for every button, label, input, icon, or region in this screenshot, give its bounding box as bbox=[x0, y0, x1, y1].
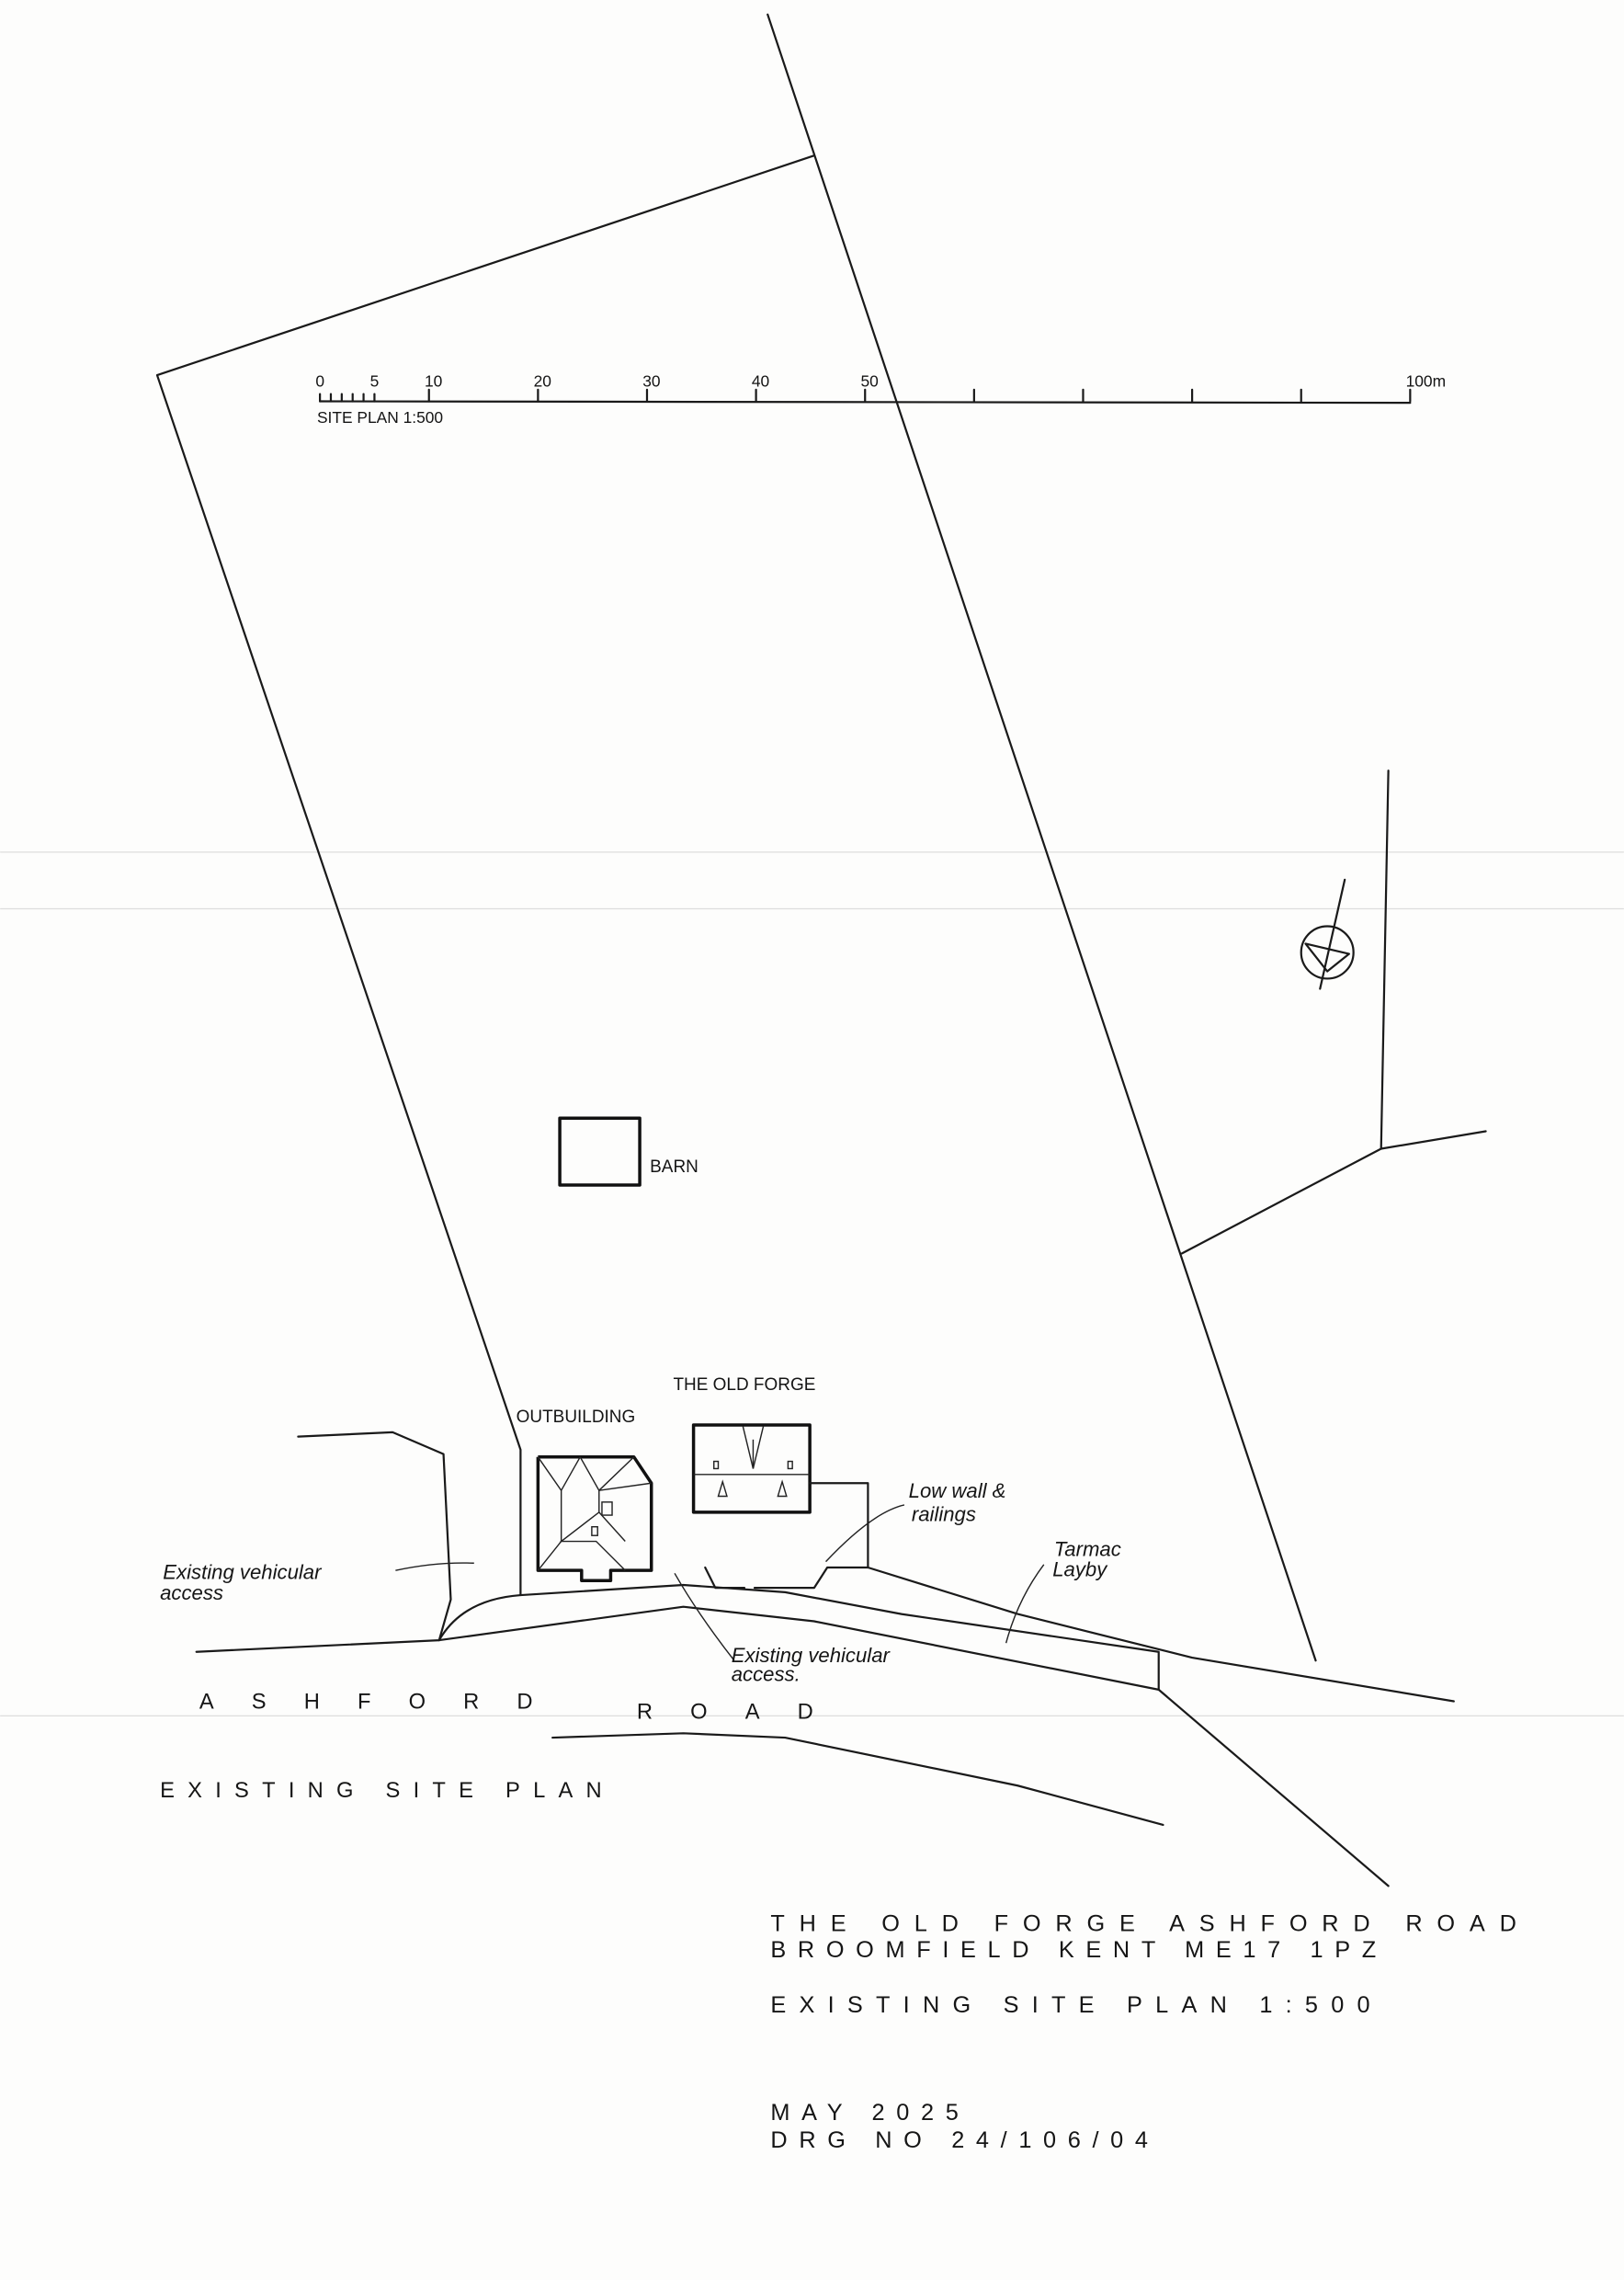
plan-title: EXISTING SITE PLAN 1:500 bbox=[770, 1992, 1382, 2018]
north-arrow-icon bbox=[1300, 878, 1355, 990]
svg-text:Existing vehicular: Existing vehicular bbox=[163, 1561, 323, 1584]
scale-bar: 0 5 10 20 30 40 50 100m SITE PLAN 1:500 bbox=[315, 372, 1446, 428]
barn-building bbox=[558, 1116, 642, 1187]
old-forge-building bbox=[691, 1423, 869, 1590]
drawing-date: MAY 2025 bbox=[770, 2100, 970, 2126]
neighbour-boundary-left bbox=[297, 1431, 452, 1642]
svg-text:access.: access. bbox=[732, 1662, 801, 1685]
scale-tick-label: 100m bbox=[1406, 372, 1446, 391]
svg-text:access: access bbox=[160, 1581, 223, 1604]
annotation-low-wall: Low wall & railings bbox=[825, 1479, 1006, 1563]
annotation-vehicular-access-mid: Existing vehicular access. bbox=[674, 1572, 891, 1685]
svg-text:railings: railings bbox=[912, 1502, 976, 1525]
scale-caption: SITE PLAN 1:500 bbox=[317, 408, 443, 427]
road-name-road: ROAD bbox=[637, 1700, 851, 1724]
scale-tick-label: 10 bbox=[425, 372, 442, 391]
site-boundary bbox=[155, 13, 1317, 1662]
drawing-number: DRG NO 24/106/04 bbox=[770, 2127, 1159, 2153]
address-line-2: BROOMFIELD KENT ME17 1PZ bbox=[770, 1937, 1388, 1963]
scale-tick-label: 50 bbox=[860, 372, 878, 391]
svg-text:Low wall &: Low wall & bbox=[909, 1479, 1006, 1502]
plan-heading: EXISTING SITE PLAN bbox=[160, 1779, 615, 1803]
scale-tick-label: 30 bbox=[642, 372, 660, 391]
road-edges bbox=[195, 1566, 1455, 1887]
barn-label: BARN bbox=[650, 1157, 698, 1177]
scale-tick-label: 40 bbox=[752, 372, 769, 391]
svg-text:Tarmac: Tarmac bbox=[1054, 1537, 1121, 1560]
outbuilding-building bbox=[536, 1455, 653, 1582]
annotation-tarmac-layby: Tarmac Layby bbox=[1005, 1537, 1121, 1644]
old-forge-label: THE OLD FORGE bbox=[673, 1375, 815, 1395]
road-name-ashford: ASHFORD bbox=[199, 1690, 571, 1714]
neighbour-boundary-right bbox=[1180, 770, 1487, 1255]
scale-tick-label: 0 bbox=[315, 372, 324, 391]
scale-tick-label: 20 bbox=[534, 372, 551, 391]
annotation-vehicular-access-left: Existing vehicular access bbox=[160, 1561, 474, 1604]
scale-tick-label: 5 bbox=[370, 372, 380, 391]
title-block: THE OLD FORGE ASHFORD ROAD BROOMFIELD KE… bbox=[770, 1910, 1530, 2153]
outbuilding-label: OUTBUILDING bbox=[517, 1408, 636, 1427]
svg-text:Layby: Layby bbox=[1052, 1557, 1108, 1580]
address-line-1: THE OLD FORGE ASHFORD ROAD bbox=[770, 1910, 1530, 1936]
svg-text:Existing vehicular: Existing vehicular bbox=[732, 1644, 891, 1667]
